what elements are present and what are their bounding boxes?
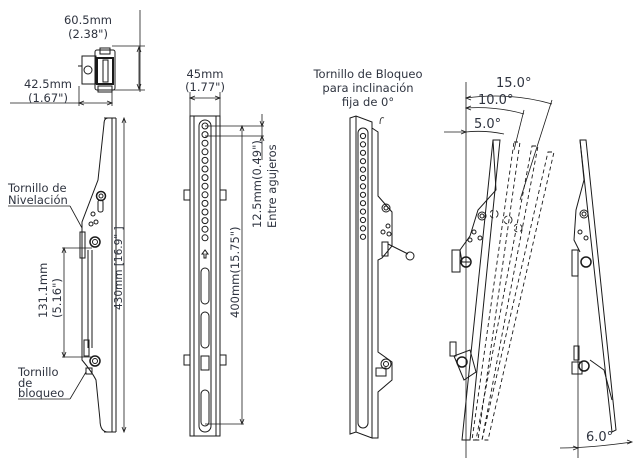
side-height: 430mm [16.9" ] <box>113 226 125 310</box>
mounting-hole <box>359 132 367 140</box>
mounting-hole <box>359 183 367 190</box>
mounting-hole <box>201 199 209 207</box>
mounting-hole <box>201 191 209 199</box>
mounting-hole <box>201 217 209 225</box>
rail-span: 400mm(15.75") <box>228 226 242 318</box>
iso-lock-label-2: para inclinación <box>322 81 414 95</box>
top-depth-mm: 60.5mm <box>63 13 112 27</box>
tilt-angle-10: 10.0° <box>478 93 514 108</box>
mounting-hole <box>359 191 367 198</box>
min-tilt-view <box>559 139 634 458</box>
mounting-hole <box>201 148 209 156</box>
top-width-mm: 42.5mm <box>23 77 72 91</box>
front-width-in: (1.77") <box>185 80 225 94</box>
mounting-hole <box>359 225 367 232</box>
mounting-hole <box>359 166 367 173</box>
top-width-in: (1.67") <box>28 91 68 105</box>
mounting-hole <box>201 182 209 190</box>
side-view-bracket <box>79 117 117 433</box>
leveling-screw-label-1: Tornillo de <box>8 181 67 195</box>
top-view-bracket <box>78 47 116 93</box>
leveling-screw-label-2: Nivelación <box>8 193 68 207</box>
mounting-hole <box>359 233 367 240</box>
mounting-hole <box>359 174 367 182</box>
spacing-mm: 131.1mm <box>36 262 50 318</box>
tilt-view <box>444 82 555 458</box>
tilt-angle-5: 5.0° <box>474 117 502 132</box>
front-width-mm: 45mm <box>186 67 224 81</box>
mounting-hole <box>359 200 367 207</box>
hole-pitch: 12.5mm(0.49") <box>250 140 264 228</box>
lock-screw-label-1: Tornillo <box>18 365 59 379</box>
mounting-hole <box>359 149 367 156</box>
mounting-hole <box>201 208 209 216</box>
spacing-in: (5.16") <box>50 278 64 318</box>
lock-screw-label-3: bloqueo <box>18 386 65 400</box>
mounting-hole <box>201 174 209 182</box>
iso-rail <box>349 115 415 439</box>
mounting-hole <box>359 208 367 215</box>
min-tilt-angle: 6.0° <box>586 430 614 445</box>
mounting-hole <box>201 165 209 173</box>
mounting-hole <box>201 139 209 147</box>
hole-pitch-note: Entre agujeros <box>265 144 279 228</box>
mounting-hole <box>359 216 367 224</box>
lock-screw-label-2: de <box>18 376 33 390</box>
top-depth-in: (2.38") <box>68 27 108 41</box>
mounting-hole <box>359 141 367 148</box>
mounting-hole <box>201 234 209 242</box>
mounting-hole <box>201 225 209 233</box>
iso-lock-label-1: Tornillo de Bloqueo <box>313 67 423 81</box>
mounting-hole <box>201 131 209 139</box>
mounting-hole <box>359 158 367 165</box>
iso-lock-label-3: fija de 0° <box>341 95 395 109</box>
tilt-angle-15: 15.0° <box>496 76 532 91</box>
mounting-hole <box>201 156 209 164</box>
front-rail <box>183 115 227 437</box>
